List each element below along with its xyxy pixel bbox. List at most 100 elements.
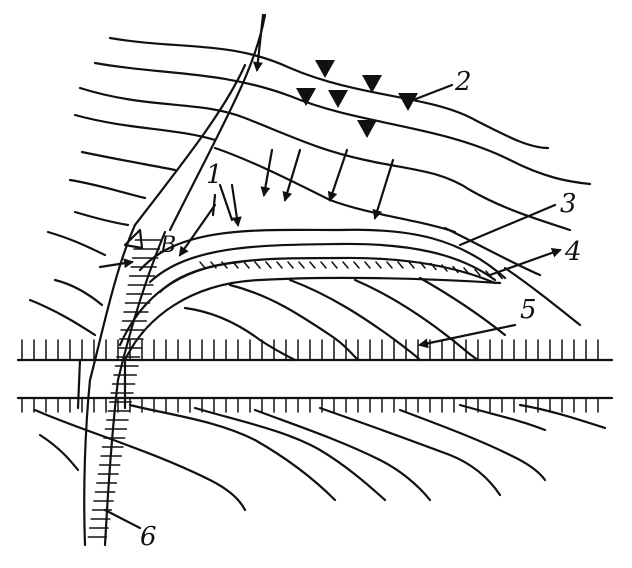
gallery-tick: [309, 261, 316, 269]
stratum-line: [228, 283, 360, 362]
open-triangle: [123, 228, 144, 250]
shaft-outer-line: [76, 358, 82, 410]
stratum-line: [68, 178, 147, 200]
gallery-tick: [474, 268, 481, 277]
triangle-markers: [296, 60, 454, 138]
gallery-tick: [221, 261, 228, 269]
triangle-marker: [362, 75, 382, 93]
gallery-tick: [254, 261, 261, 269]
stratum-line: [46, 230, 107, 257]
gallery-tick: [419, 261, 426, 269]
gallery-line-inner2: [118, 260, 242, 347]
gallery-line-3: [148, 242, 497, 284]
gallery-tick: [298, 261, 305, 269]
stratum-line: [353, 278, 480, 362]
pressure-arrow: [260, 148, 274, 197]
stratum-line: [73, 210, 130, 227]
gallery-tick: [496, 271, 503, 280]
stratum-line: [318, 406, 502, 497]
gallery-tick: [430, 262, 437, 271]
gallery-outer-line: [138, 228, 507, 280]
triangle-leader: [406, 83, 454, 104]
curved-gallery: [118, 228, 507, 362]
stratum-line: [503, 266, 582, 327]
seam-bottom-hatching: [21, 397, 599, 413]
gallery-tick: [199, 261, 206, 269]
stratum-line: [398, 408, 547, 482]
pressure-arrow: [327, 148, 349, 202]
label-2: 2: [454, 67, 472, 97]
stratum-line: [518, 403, 607, 430]
gallery-tick: [287, 261, 294, 269]
gallery-tick: [276, 261, 283, 269]
seam-boundaries: [16, 339, 614, 413]
pressure-arrow: [372, 158, 395, 220]
label-4: 4: [564, 237, 582, 267]
gallery-tick: [397, 261, 404, 269]
gallery-line-4: [158, 256, 497, 294]
stratum-line: [80, 150, 177, 172]
pressure-arrow: [230, 183, 242, 227]
gallery-hatching: [199, 261, 503, 280]
gallery-tick: [452, 265, 459, 274]
leader-1: [218, 183, 234, 222]
stratum-line: [53, 278, 104, 307]
channel-left-wall: [133, 63, 247, 227]
leader-3: [458, 203, 557, 247]
stratum-line: [108, 36, 550, 150]
channel-right-wall: [168, 13, 267, 232]
stratum-line: [443, 226, 542, 277]
stratum-line: [28, 298, 97, 337]
stratum-line: [418, 276, 507, 337]
leader-4: [488, 247, 562, 277]
triangle-marker: [296, 88, 316, 106]
inflow-arrow: [252, 13, 265, 72]
gallery-tick: [265, 261, 272, 269]
inflow-channel: [133, 13, 267, 232]
label-b: B: [159, 233, 176, 258]
stratum-line: [78, 86, 572, 232]
gallery-line-inner: [123, 276, 502, 362]
stratum-line: [128, 403, 337, 502]
stratum-line: [193, 406, 387, 502]
pressure-arrow: [282, 148, 302, 202]
gallery-tick: [243, 261, 250, 269]
stratum-line: [38, 433, 80, 472]
stratum-line: [93, 61, 592, 186]
leader-5: [418, 323, 517, 349]
shaft-left-wall: [83, 223, 137, 547]
label-leaders: [103, 183, 562, 530]
shaft-right-wall: [103, 230, 167, 547]
stratum-line: [253, 408, 432, 502]
b-marker-group: [98, 203, 217, 269]
labels: 1 2 3 4 5 6 B: [140, 67, 582, 552]
stratum-line: [33, 408, 247, 512]
seam-top-hatching: [21, 339, 599, 361]
shaft: [76, 223, 167, 547]
gallery-tick: [342, 261, 349, 269]
triangle-marker: [315, 60, 335, 78]
shaft-lining-hatching: [87, 239, 162, 538]
label-6: 6: [140, 522, 157, 552]
gallery-tick: [210, 261, 217, 269]
gallery-tick: [320, 261, 327, 269]
rock-strata-lines: [28, 36, 607, 512]
label-3: 3: [560, 189, 577, 219]
gallery-tick: [353, 261, 360, 269]
stratum-line: [288, 278, 422, 362]
triangle-marker: [357, 120, 377, 138]
b-leader: [178, 203, 217, 257]
gallery-tick: [364, 261, 371, 269]
stratum-line: [73, 113, 217, 142]
b-arrow: [98, 258, 134, 269]
gallery-tick: [232, 261, 239, 269]
stratum-line: [183, 306, 297, 362]
gallery-tick: [331, 261, 338, 269]
label-1: 1: [206, 160, 223, 190]
pressure-arrows: [211, 148, 395, 227]
gallery-tick: [441, 264, 448, 272]
label-5: 5: [520, 295, 537, 325]
stratum-line: [458, 403, 547, 432]
gallery-tick: [375, 261, 382, 269]
